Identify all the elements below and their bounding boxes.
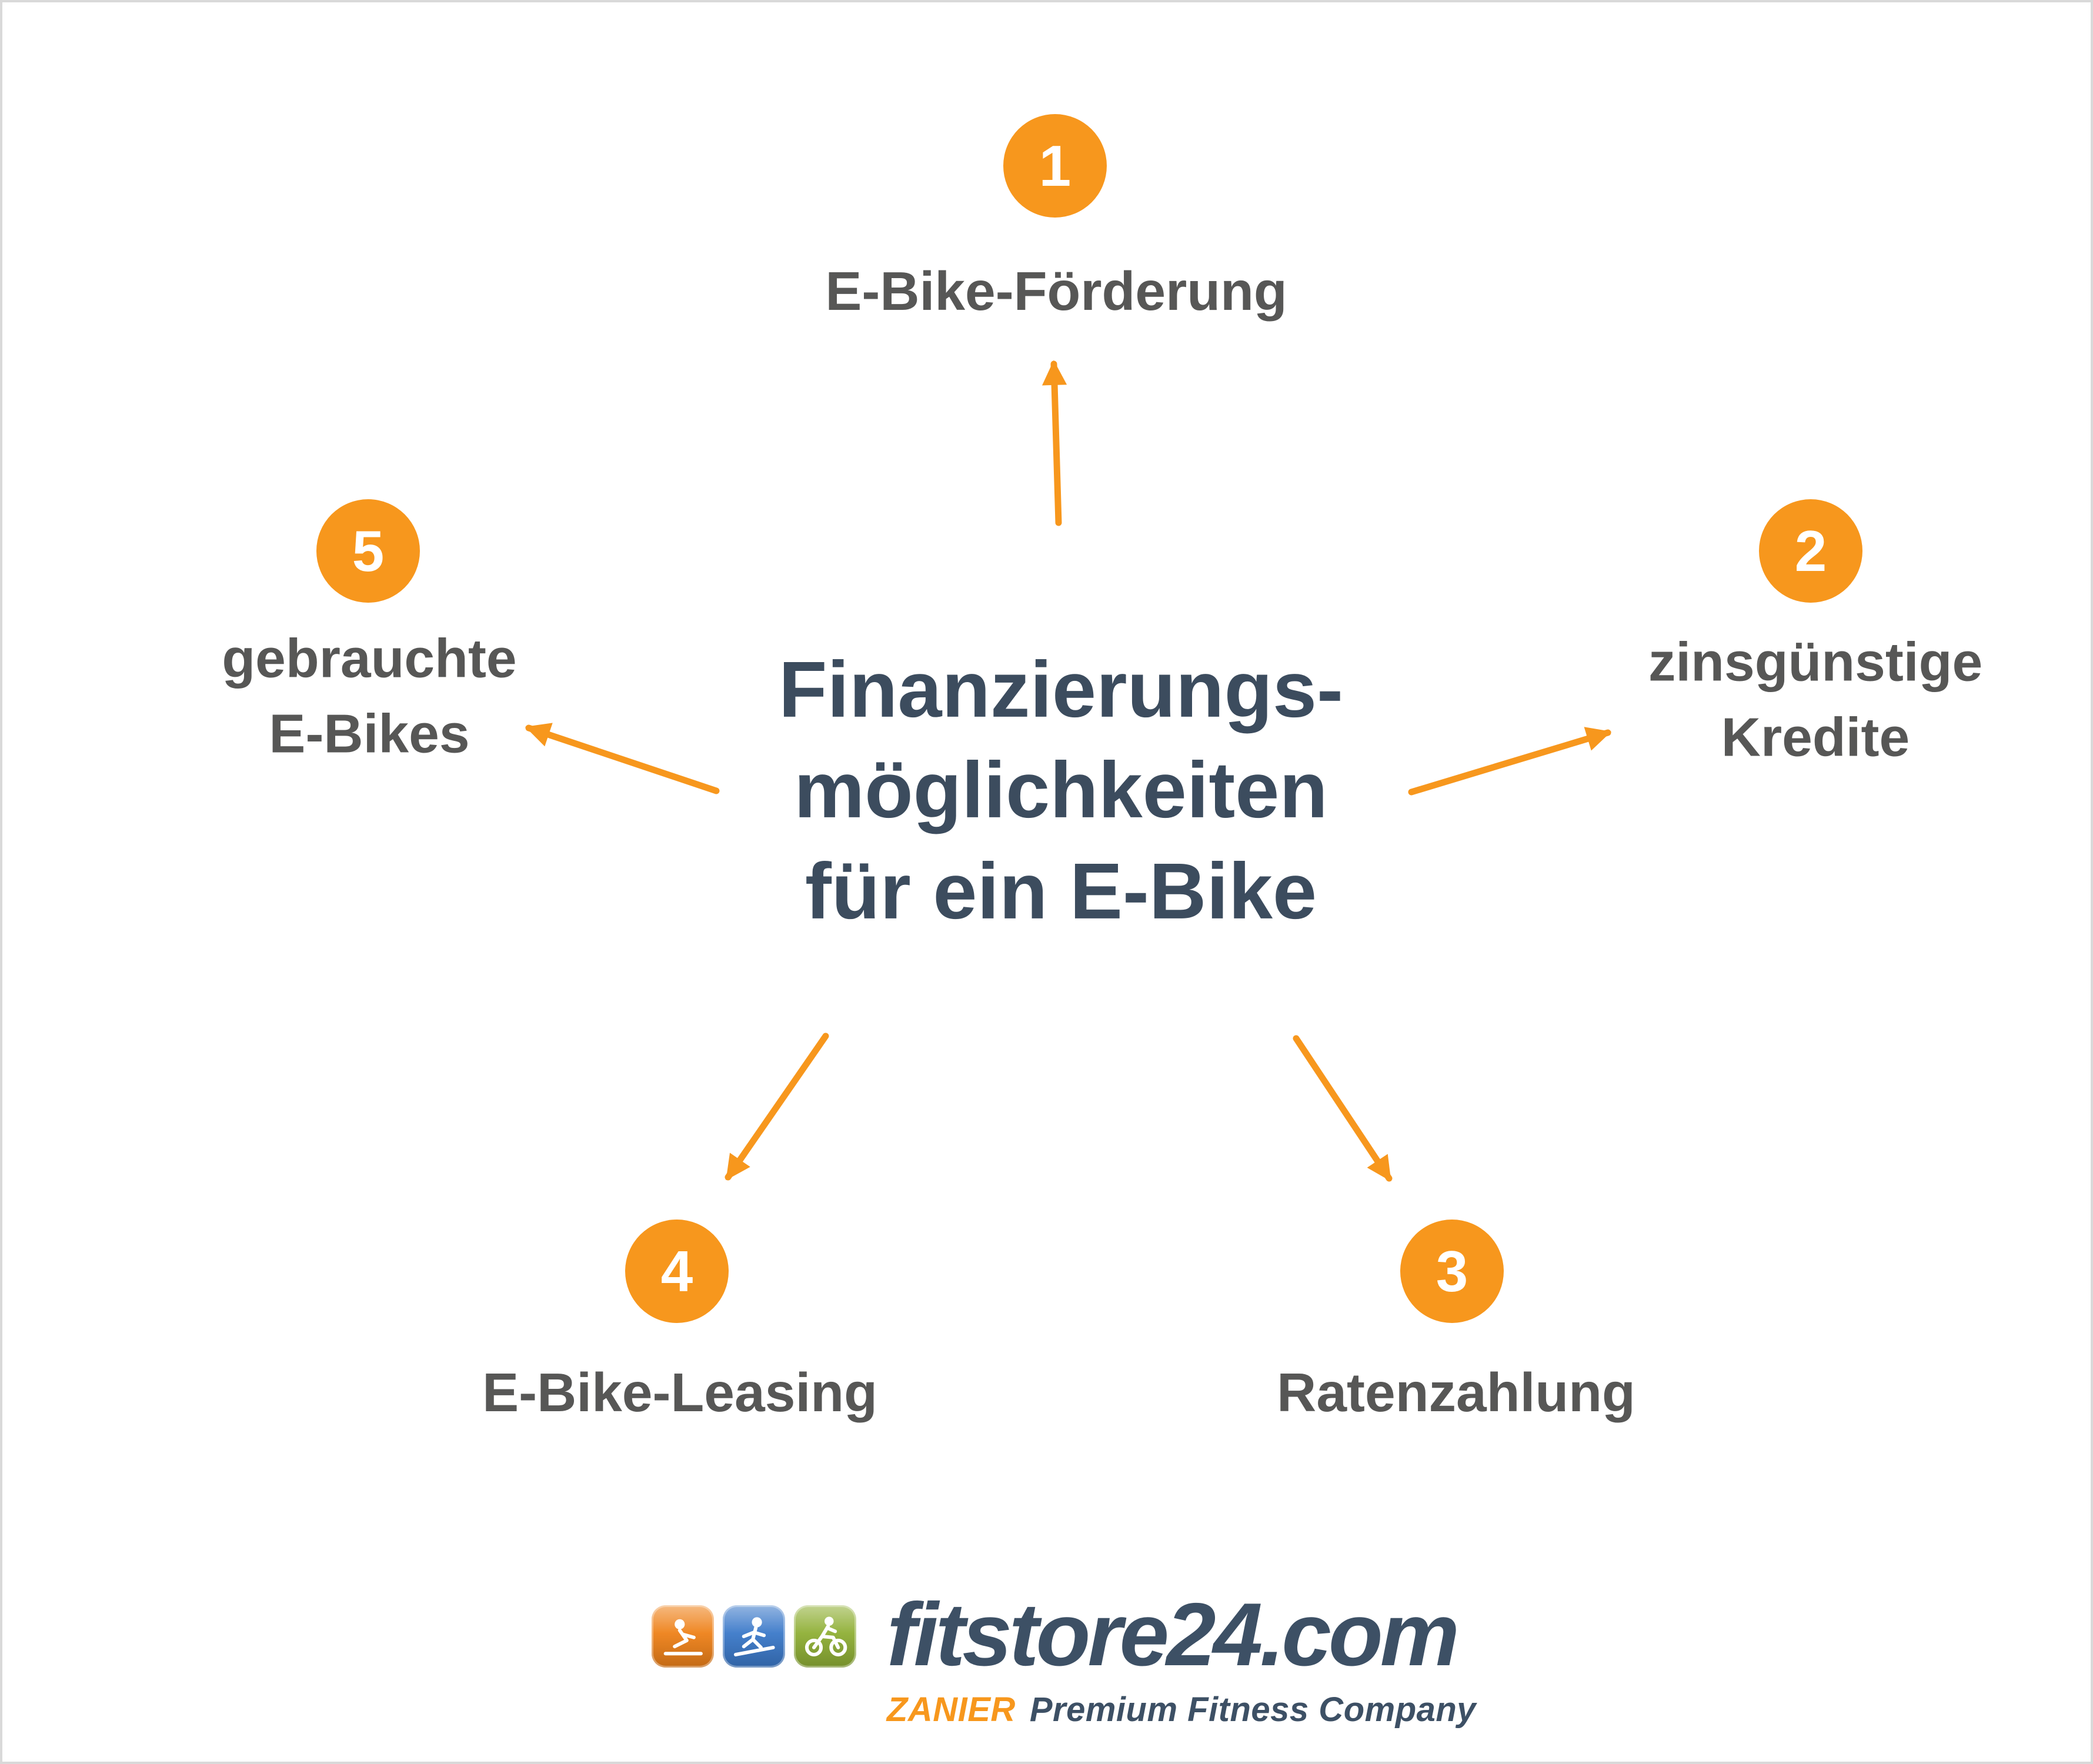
node-2-number: 2 (1794, 518, 1827, 583)
treadmill-runner-icon (722, 1605, 785, 1668)
node-4-number: 4 (660, 1238, 693, 1304)
node-1-number-badge: 1 (1003, 114, 1107, 218)
diagram-title-line: für ein E-Bike (805, 846, 1317, 936)
node-5-label: gebrauchte E-Bikes (222, 621, 516, 772)
tagline-rest: Premium Fitness Company (1029, 1690, 1477, 1729)
node-1-label: E-Bike-Förderung (825, 253, 1287, 329)
node-1-label-line: E-Bike-Förderung (825, 260, 1287, 322)
cyclist-icon (793, 1605, 856, 1668)
node-3-label-line: Ratenzahlung (1277, 1361, 1635, 1423)
node-4-label: E-Bike-Leasing (482, 1355, 877, 1430)
arrow-to-node-3 (1293, 1035, 1393, 1182)
arrow-to-node-4 (725, 1033, 829, 1181)
fitstore24-logo: fitstore24.com ZANIER Premium Fitness Co… (651, 1590, 1476, 1729)
node-3-number: 3 (1436, 1238, 1468, 1304)
seated-exercise-icon (651, 1605, 714, 1668)
brand-tagline: ZANIER Premium Fitness Company (887, 1690, 1476, 1729)
node-2-label-line: Kredite (1721, 707, 1910, 768)
node-3-number-badge: 3 (1400, 1220, 1504, 1323)
node-5-label-line: E-Bikes (269, 703, 470, 764)
arrow-to-node-2 (1408, 727, 1612, 796)
node-2-label-line: zinsgünstige (1648, 631, 1983, 693)
logo-text-column: fitstore24.com ZANIER Premium Fitness Co… (887, 1590, 1476, 1729)
node-4-number-badge: 4 (625, 1220, 729, 1323)
node-1-number: 1 (1039, 133, 1071, 198)
node-5-number: 5 (352, 518, 385, 583)
node-3-label: Ratenzahlung (1277, 1355, 1635, 1430)
arrow-to-node-5 (525, 723, 720, 794)
brand-wordmark: fitstore24.com (886, 1585, 1460, 1685)
tagline-brand: ZANIER (886, 1690, 1016, 1729)
arrow-to-node-1 (1042, 360, 1067, 526)
node-5-label-line: gebrauchte (222, 627, 517, 689)
diagram-title-line: möglichkeiten (794, 746, 1328, 835)
diagram-title-line: Finanzierungs- (778, 644, 1344, 734)
node-4-label-line: E-Bike-Leasing (482, 1361, 877, 1423)
logo-icon-row (651, 1605, 856, 1668)
node-2-label: zinsgünstige Kredite (1648, 624, 1982, 776)
diagram-title: Finanzierungs- möglichkeiten für ein E-B… (779, 639, 1343, 941)
node-5-number-badge: 5 (316, 499, 420, 603)
node-2-number-badge: 2 (1759, 499, 1862, 603)
